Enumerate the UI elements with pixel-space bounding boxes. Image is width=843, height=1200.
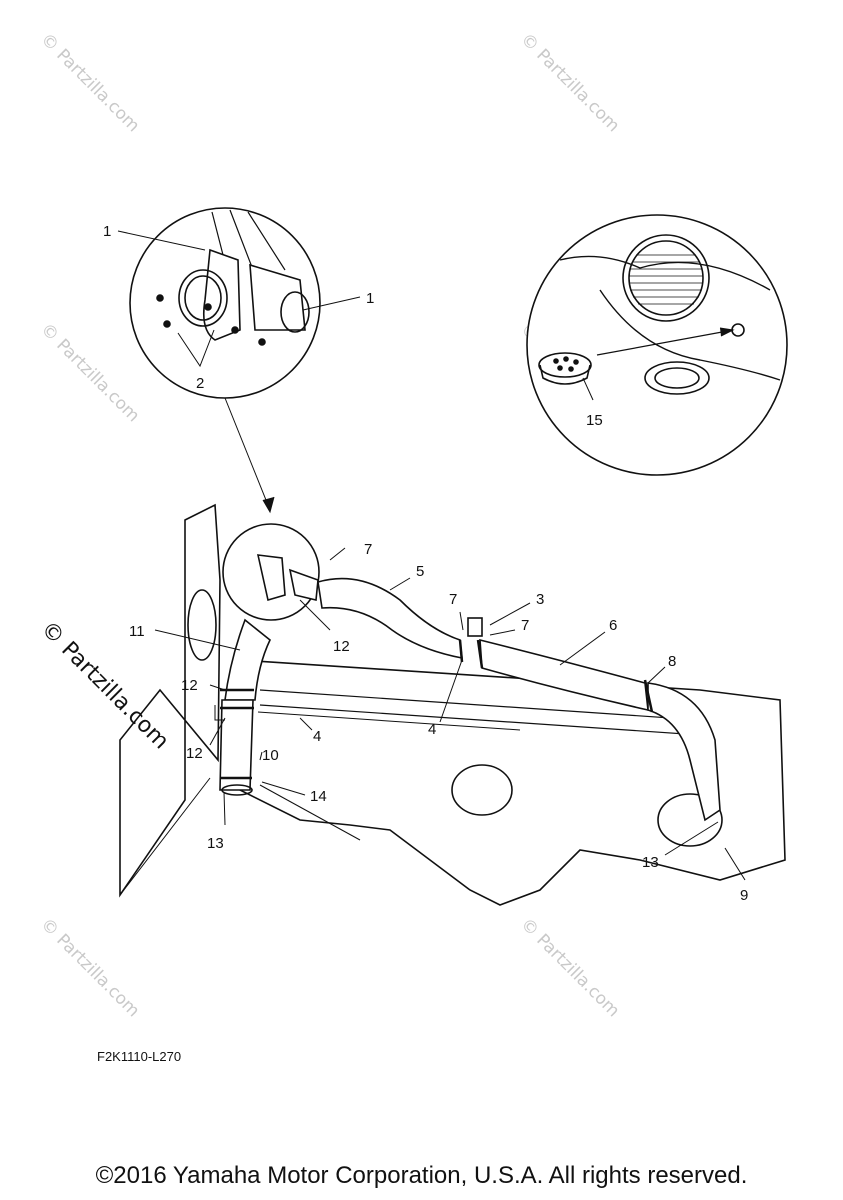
detail-circle-vent: [526, 214, 788, 476]
callout-1-left: 1: [103, 223, 111, 240]
callout-4-left: 4: [313, 728, 321, 745]
watermark-6: © Partzilla.com: [516, 914, 623, 1021]
callout-5: 5: [416, 563, 424, 580]
leader-lines: [154, 547, 746, 881]
floor-panel: [239, 659, 786, 906]
callout-3: 3: [536, 591, 544, 608]
callout-9: 9: [740, 887, 748, 904]
detail-circle-ducts: [117, 207, 361, 514]
watermark-3: © Partzilla.com: [36, 319, 143, 426]
watermark-2: © Partzilla.com: [516, 29, 623, 136]
main-assembly: [119, 503, 786, 906]
duct-10: [219, 699, 254, 791]
callout-12-mid: 12: [181, 677, 198, 694]
callout-10: 10: [262, 747, 279, 764]
callout-12-top: 12: [333, 638, 350, 655]
callout-7-right: 7: [521, 617, 529, 634]
callout-7-mid: 7: [449, 591, 457, 608]
callout-7-top: 7: [364, 541, 372, 558]
duct-right-elbow: [647, 682, 721, 822]
watermark-large: © Partzilla.com: [36, 617, 174, 755]
callout-8: 8: [668, 653, 676, 670]
callout-13-right: 13: [642, 854, 659, 871]
copyright-footer: ©2016 Yamaha Motor Corporation, U.S.A. A…: [95, 1162, 748, 1189]
callout-11: 11: [129, 623, 145, 640]
watermark-5: © Partzilla.com: [36, 914, 143, 1021]
callout-14: 14: [310, 788, 327, 805]
callout-12-bottom: 12: [186, 745, 203, 762]
callout-13-left: 13: [207, 835, 224, 852]
watermark-1: © Partzilla.com: [36, 29, 143, 136]
callouts: 1 1 2 15 7 5 7 3 7 6 8 11 12 12 12 4 4 1…: [103, 223, 748, 904]
callout-15: 15: [586, 412, 603, 429]
callout-6: 6: [609, 617, 617, 634]
callout-4-center: 4: [428, 721, 436, 738]
callout-1-right: 1: [366, 290, 374, 307]
callout-2: 2: [196, 375, 204, 392]
side-panel: [119, 503, 221, 898]
diagram-code: F2K1110-L270: [97, 1049, 182, 1064]
